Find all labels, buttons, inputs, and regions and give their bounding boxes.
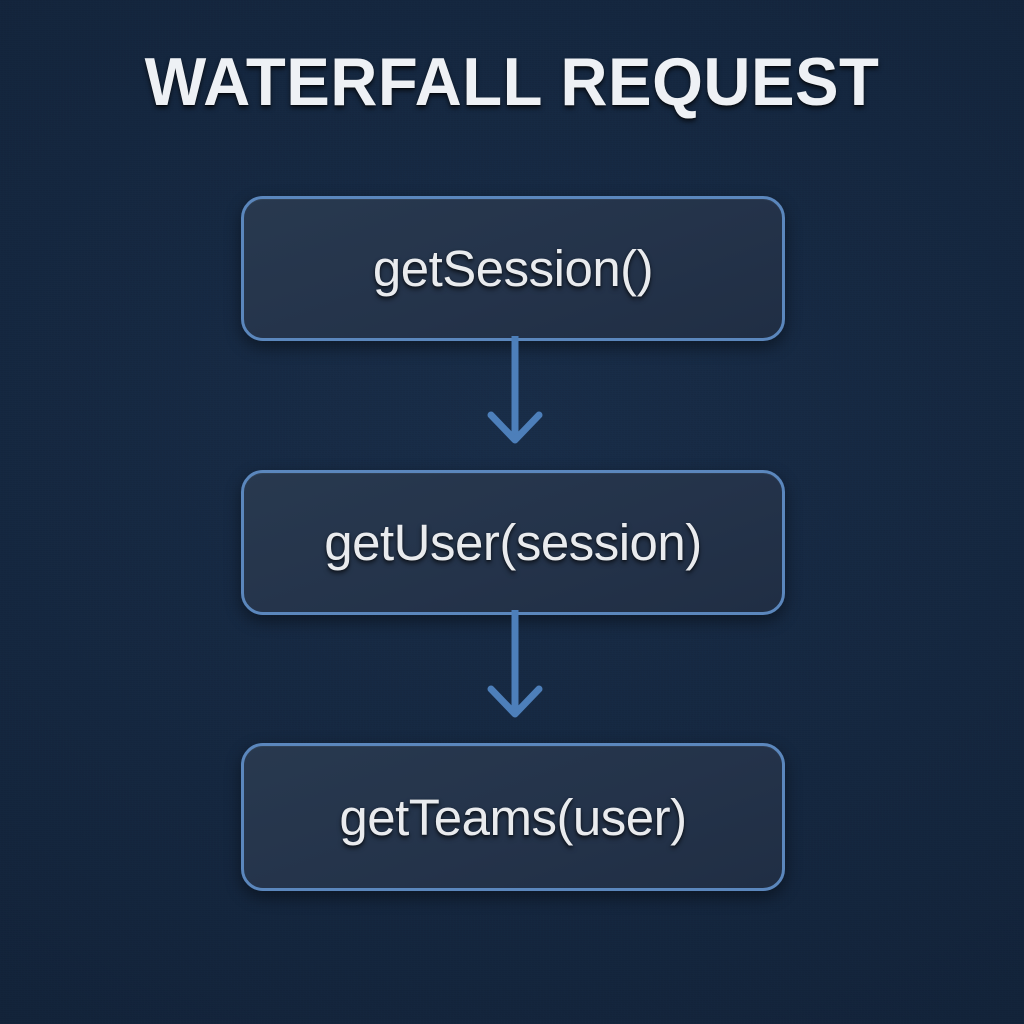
- down-arrow-icon: [487, 610, 543, 718]
- down-arrow-icon: [487, 336, 543, 444]
- page-title: WATERFALL REQUEST: [144, 44, 880, 120]
- flow-node-get-user[interactable]: getUser(session): [241, 470, 785, 615]
- flow-node-label: getSession(): [372, 240, 654, 297]
- flow-arrow-user-to-teams: [455, 610, 575, 750]
- flow-node-label: getUser(session): [324, 514, 702, 571]
- flow-arrow-session-to-user: [455, 336, 575, 476]
- flow-node-get-session[interactable]: getSession(): [241, 196, 785, 341]
- flow-node-label: getTeams(user): [339, 788, 687, 846]
- flow-node-get-teams[interactable]: getTeams(user): [241, 743, 785, 891]
